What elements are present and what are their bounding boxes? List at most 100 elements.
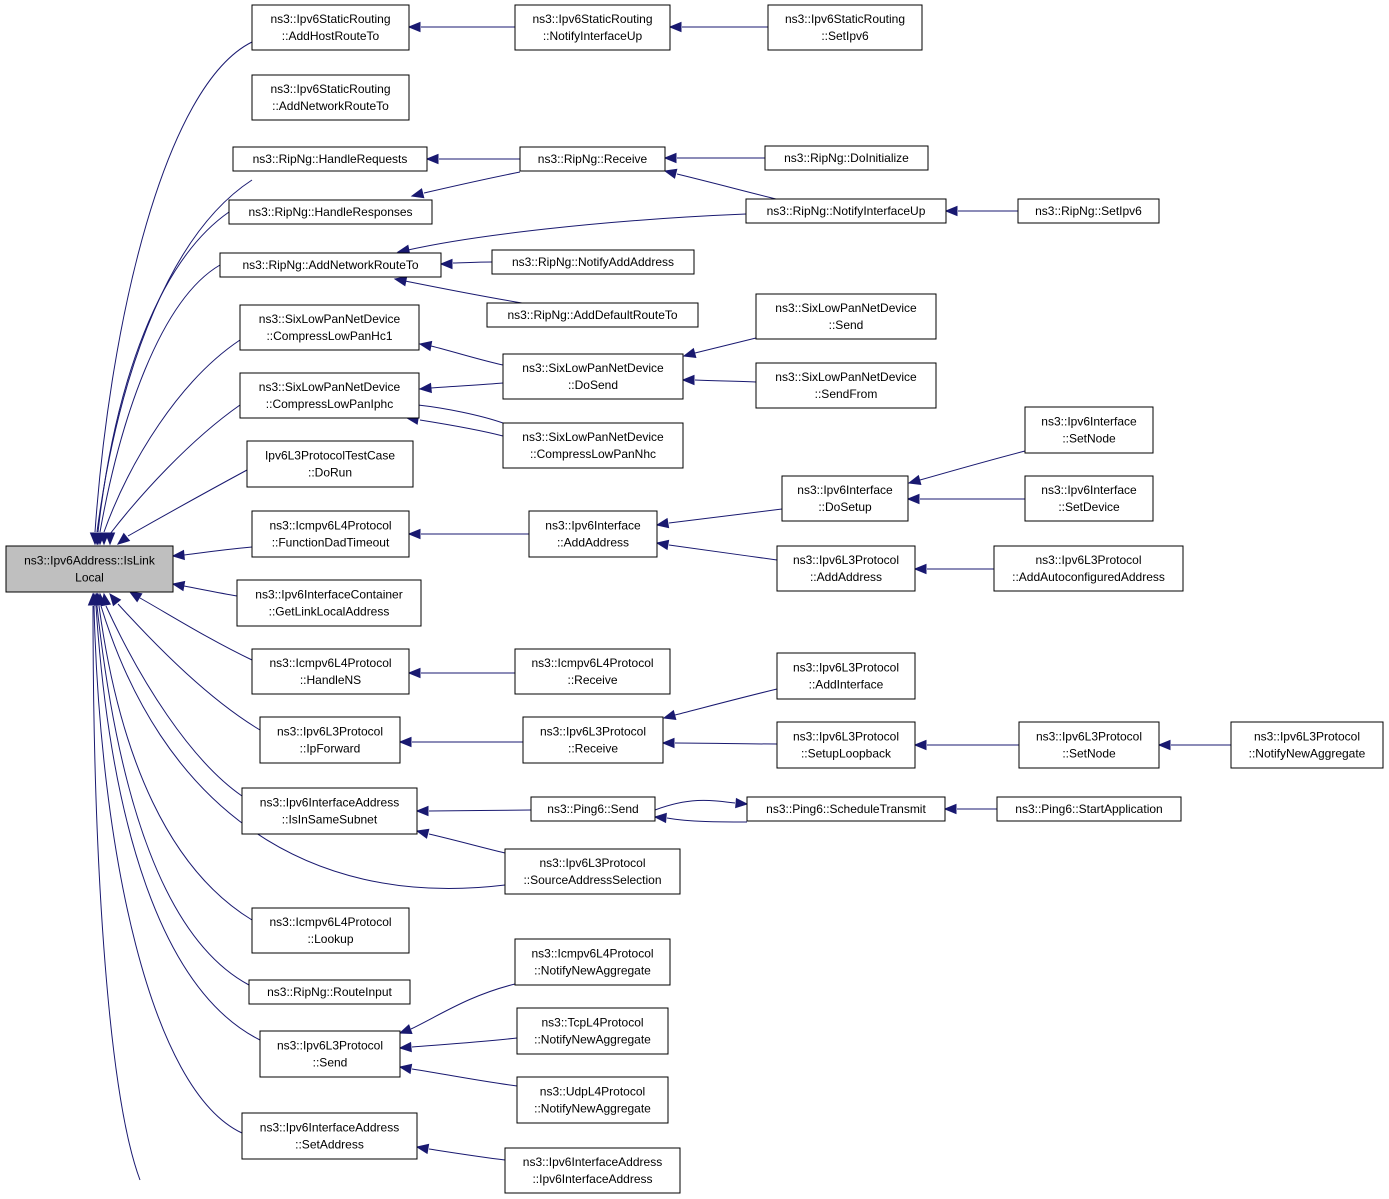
function-node[interactable]: ns3::RipNg::NotifyInterfaceUp bbox=[745, 198, 947, 224]
node-label: ns3::Ping6::Send bbox=[547, 802, 638, 816]
function-node[interactable]: ns3::RipNg::NotifyAddAddress bbox=[491, 249, 695, 275]
function-node[interactable]: ns3::SixLowPanNetDevice::CompressLowPanN… bbox=[502, 422, 684, 469]
node-label: ns3::RipNg::Receive bbox=[538, 152, 648, 166]
function-node[interactable]: ns3::Ipv6L3Protocol::SetNode bbox=[1018, 721, 1160, 769]
function-node[interactable]: ns3::Ipv6InterfaceAddress::SetAddress bbox=[241, 1112, 418, 1160]
function-node[interactable]: ns3::SixLowPanNetDevice::CompressLowPanI… bbox=[239, 372, 420, 419]
arrowhead bbox=[407, 667, 421, 679]
function-node[interactable]: ns3::Ipv6InterfaceContainer::GetLinkLoca… bbox=[236, 579, 422, 627]
call-edge bbox=[393, 276, 523, 304]
node-box bbox=[239, 304, 420, 351]
function-node[interactable]: ns3::RipNg::Receive bbox=[519, 146, 666, 172]
function-node[interactable]: ns3::Ipv6L3Protocol::AddAutoconfiguredAd… bbox=[993, 545, 1184, 592]
node-box bbox=[241, 787, 418, 835]
function-node[interactable]: ns3::Ipv6StaticRouting::AddHostRouteTo bbox=[251, 4, 410, 51]
function-node[interactable]: Ipv6L3ProtocolTestCase::DoRun bbox=[246, 440, 414, 488]
function-node[interactable]: ns3::Ping6::StartApplication bbox=[996, 796, 1182, 822]
node-box bbox=[241, 1112, 418, 1160]
edge-line bbox=[127, 469, 248, 537]
node-label: ns3::TcpL4Protocol bbox=[541, 1016, 643, 1030]
node-box bbox=[219, 252, 442, 278]
function-node[interactable]: ns3::Ipv6L3Protocol::Send bbox=[259, 1030, 401, 1078]
function-node[interactable]: ns3::Ipv6InterfaceAddress::Ipv6Interface… bbox=[504, 1147, 681, 1194]
call-edge bbox=[906, 493, 1025, 505]
arrowhead bbox=[109, 592, 122, 607]
function-node[interactable]: ns3::Ipv6Interface::SetDevice bbox=[1024, 475, 1154, 522]
node-label: ::AddInterface bbox=[809, 678, 884, 692]
function-node[interactable]: ns3::Icmpv6L4Protocol::HandleNS bbox=[251, 648, 410, 695]
function-node[interactable]: ns3::RipNg::HandleRequests bbox=[232, 146, 428, 172]
call-edge bbox=[653, 812, 748, 824]
node-label: ::NotifyNewAggregate bbox=[534, 1102, 651, 1116]
function-node[interactable]: ns3::SixLowPanNetDevice::CompressLowPanH… bbox=[239, 304, 420, 351]
arrowhead bbox=[681, 374, 695, 386]
call-edge bbox=[93, 592, 253, 921]
call-edge bbox=[398, 1063, 518, 1087]
function-node[interactable]: ns3::SixLowPanNetDevice::Send bbox=[755, 293, 937, 340]
function-node[interactable]: ns3::Ipv6L3Protocol::SourceAddressSelect… bbox=[504, 848, 681, 895]
function-node[interactable]: ns3::Ipv6Interface::SetNode bbox=[1024, 406, 1154, 454]
function-node[interactable]: ns3::RipNg::RouteInput bbox=[248, 979, 411, 1005]
function-node[interactable]: ns3::SixLowPanNetDevice::SendFrom bbox=[755, 362, 937, 409]
node-label: ns3::Ipv6L3Protocol bbox=[793, 730, 899, 744]
function-node[interactable]: ns3::Ipv6L3Protocol::IpForward bbox=[259, 716, 401, 764]
edge-line bbox=[430, 382, 504, 389]
function-node[interactable]: ns3::Ping6::ScheduleTransmit bbox=[746, 796, 946, 822]
arrowhead bbox=[663, 168, 678, 179]
node-label: ::CompressLowPanIphc bbox=[266, 397, 393, 411]
edge-line bbox=[99, 264, 221, 533]
call-edge bbox=[415, 1143, 506, 1161]
arrowhead bbox=[410, 188, 425, 199]
arrowhead bbox=[104, 532, 116, 546]
node-box bbox=[514, 4, 671, 51]
function-node[interactable]: ns3::Icmpv6L4Protocol::Lookup bbox=[251, 907, 410, 954]
function-node[interactable]: ns3::Ipv6Interface::DoSetup bbox=[781, 475, 909, 522]
function-node[interactable]: ns3::Ipv6L3Protocol::AddInterface bbox=[776, 652, 916, 700]
function-node[interactable]: ns3::Ipv6Interface::AddAddress bbox=[528, 510, 658, 558]
function-node[interactable]: ns3::Icmpv6L4Protocol::Receive bbox=[514, 648, 671, 695]
node-box bbox=[246, 440, 414, 488]
function-node[interactable]: ns3::Ping6::Send bbox=[530, 796, 656, 822]
call-edge bbox=[417, 404, 504, 424]
function-node[interactable]: ns3::Ipv6InterfaceAddress::IsInSameSubne… bbox=[241, 787, 418, 835]
node-box bbox=[1017, 198, 1160, 224]
function-node[interactable]: ns3::RipNg::SetIpv6 bbox=[1017, 198, 1160, 224]
call-edge bbox=[407, 21, 515, 33]
function-node[interactable]: ns3::Ipv6StaticRouting::NotifyInterfaceU… bbox=[514, 4, 671, 51]
function-node[interactable]: ns3::Ipv6StaticRouting::AddNetworkRouteT… bbox=[251, 74, 410, 121]
node-box bbox=[1024, 406, 1154, 454]
node-box bbox=[259, 1030, 401, 1078]
function-node[interactable]: ns3::Icmpv6L4Protocol::FunctionDadTimeou… bbox=[251, 510, 410, 558]
function-node[interactable]: ns3::Icmpv6L4Protocol::NotifyNewAggregat… bbox=[514, 938, 671, 986]
function-node[interactable]: ns3::RipNg::HandleResponses bbox=[228, 199, 433, 225]
call-edge bbox=[415, 828, 506, 854]
function-node[interactable]: ns3::TcpL4Protocol::NotifyNewAggregate bbox=[516, 1007, 669, 1055]
arrowhead bbox=[944, 205, 958, 217]
function-node[interactable]: ns3::UdpL4Protocol::NotifyNewAggregate bbox=[516, 1076, 669, 1124]
function-node[interactable]: ns3::Ipv6L3Protocol::AddAddress bbox=[776, 545, 916, 592]
node-box bbox=[996, 796, 1182, 822]
function-node[interactable]: ns3::Ipv6L3Protocol::Receive bbox=[522, 716, 664, 764]
edge-line bbox=[694, 379, 757, 383]
node-box bbox=[228, 199, 433, 225]
edge-line bbox=[97, 211, 230, 533]
edge-line bbox=[109, 404, 241, 535]
function-node[interactable]: ns3::RipNg::AddDefaultRouteTo bbox=[486, 302, 699, 328]
function-node[interactable]: ns3::RipNg::AddNetworkRouteTo bbox=[219, 252, 442, 278]
arrowhead bbox=[415, 828, 430, 839]
arrowhead bbox=[906, 493, 920, 505]
function-node[interactable]: ns3::Ipv6StaticRouting::SetIpv6 bbox=[767, 4, 923, 51]
function-node[interactable]: ns3::SixLowPanNetDevice::DoSend bbox=[502, 353, 684, 400]
function-node[interactable]: ns3::RipNg::DoInitialize bbox=[764, 145, 929, 171]
node-label: ns3::Ipv6StaticRouting bbox=[532, 12, 652, 26]
node-box bbox=[1024, 475, 1154, 522]
node-label: ns3::Ipv6L3Protocol bbox=[793, 661, 899, 675]
function-node[interactable]: ns3::Ipv6L3Protocol::SetupLoopback bbox=[776, 721, 916, 769]
edge-line bbox=[428, 1148, 506, 1161]
arrowhead bbox=[415, 1143, 430, 1155]
function-node[interactable]: ns3::Ipv6L3Protocol::NotifyNewAggregate bbox=[1230, 721, 1384, 769]
node-box bbox=[514, 648, 671, 695]
node-label: ::HandleNS bbox=[300, 673, 361, 687]
